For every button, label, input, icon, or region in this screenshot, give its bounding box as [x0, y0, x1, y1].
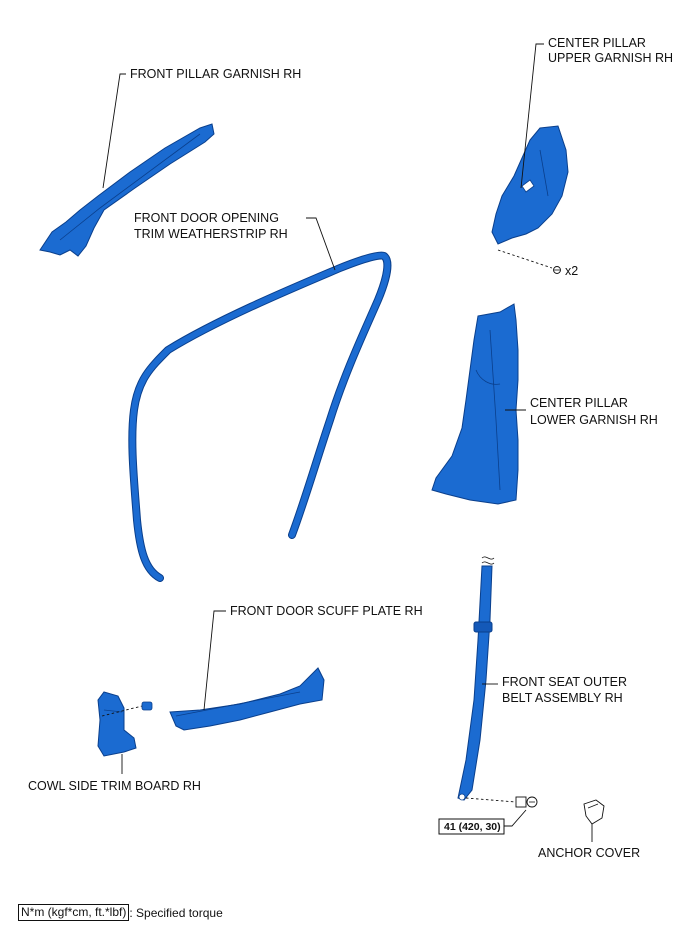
front-pillar-garnish-leader — [102, 73, 126, 189]
torque-box — [438, 818, 505, 835]
clip-dashed-line — [101, 705, 143, 717]
center-pillar-lower-label-1: CENTER PILLAR — [530, 396, 628, 410]
screw-quantity-label: x2 — [565, 264, 578, 278]
bolt-icon — [515, 796, 538, 808]
torque-legend-box: N*m (kgf*cm, ft.*lbf) — [18, 904, 130, 921]
torque-label: 41 (420, 30) — [444, 821, 501, 833]
anchor-cover-label: ANCHOR COVER — [538, 846, 640, 860]
front-seat-outer-belt — [457, 556, 495, 801]
torque-legend-description: : Specified torque — [129, 905, 223, 920]
clip-icon — [141, 701, 153, 711]
center-pillar-upper-garnish — [491, 125, 569, 245]
front-pillar-garnish-label: FRONT PILLAR GARNISH RH — [130, 67, 301, 81]
center-pillar-lower-label-2: LOWER GARNISH RH — [530, 413, 658, 427]
weatherstrip-label-1: FRONT DOOR OPENING — [134, 211, 279, 225]
cowl-side-label: COWL SIDE TRIM BOARD RH — [28, 779, 201, 793]
front-pillar-garnish — [39, 123, 215, 257]
seat-belt-label-1: FRONT SEAT OUTER — [502, 675, 627, 689]
torque-legend: N*m (kgf*cm, ft.*lbf) : Specified torque — [18, 904, 223, 921]
door-opening-weatherstrip — [128, 251, 392, 582]
torque-leader — [504, 809, 527, 827]
seat-belt-label-2: BELT ASSEMBLY RH — [502, 691, 623, 705]
cowl-side-trim-board — [97, 691, 137, 757]
center-pillar-upper-leader — [520, 43, 544, 189]
center-pillar-lower-garnish — [431, 303, 519, 505]
weatherstrip-label-2: TRIM WEATHERSTRIP RH — [134, 227, 288, 241]
screw-icon — [553, 266, 561, 274]
weatherstrip-leader — [306, 217, 336, 271]
front-door-scuff-plate — [169, 667, 325, 731]
screw-dashed-line — [497, 249, 553, 269]
scuff-plate-label: FRONT DOOR SCUFF PLATE RH — [230, 604, 423, 618]
center-pillar-upper-label-1: CENTER PILLAR — [548, 36, 646, 50]
scuff-plate-leader — [203, 610, 226, 711]
bolt-dashed-line — [465, 797, 517, 803]
anchor-cover-icon — [583, 799, 605, 825]
center-pillar-upper-label-2: UPPER GARNISH RH — [548, 51, 673, 65]
